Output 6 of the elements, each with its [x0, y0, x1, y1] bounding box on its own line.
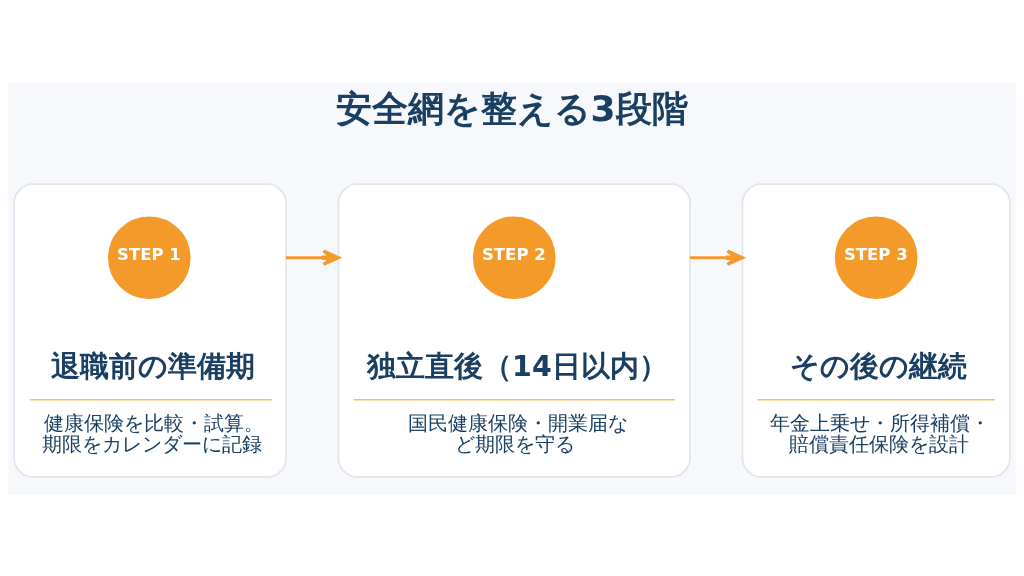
arrow — [689, 248, 745, 266]
node-circle: STEP 2 — [472, 215, 556, 299]
node-circle: STEP 1 — [108, 215, 191, 299]
arrow — [286, 248, 341, 266]
node-circle: STEP 3 — [834, 215, 918, 299]
diagram-title: 安全網を整える3段階 — [335, 87, 688, 129]
